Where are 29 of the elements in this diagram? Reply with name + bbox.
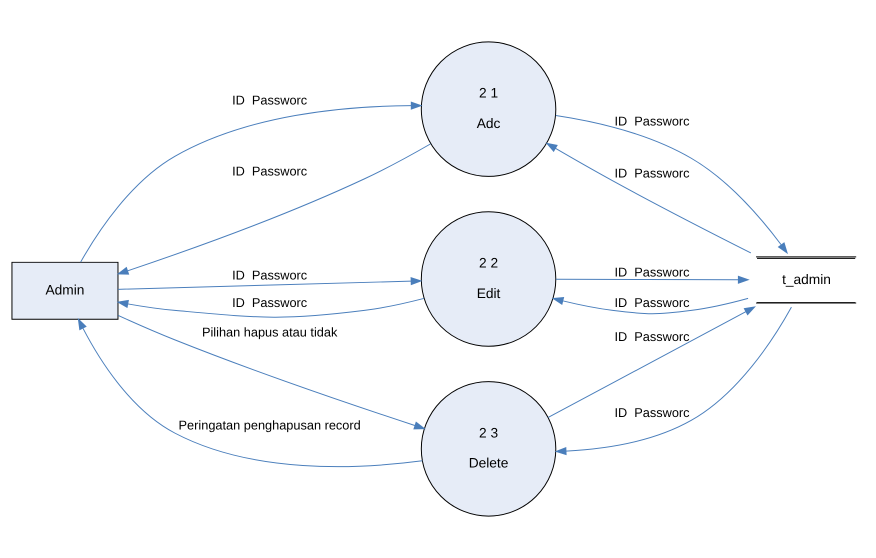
arrow [116, 298, 424, 318]
edge-label: ID Passworc [614, 165, 690, 180]
edge-label: ID Passworc [614, 264, 690, 280]
node-text: t_admin [782, 272, 831, 288]
edge-label: Peringatan penghapusan record [178, 418, 361, 433]
edge-label: Pilihan hapus atau tidak [202, 324, 338, 340]
node-circle: 2 2 Edit [420, 211, 556, 347]
edge-label: ID Passworc [232, 267, 308, 282]
arrow [80, 102, 423, 263]
arrow [555, 115, 788, 254]
arrow [118, 314, 426, 430]
edge-label: ID Passworc [232, 92, 308, 108]
node-box: Admin [11, 262, 118, 320]
edge-label: ID Passworc [614, 404, 690, 420]
arrow [546, 142, 752, 254]
edge-label: ID Passworc [232, 163, 308, 178]
arrow [548, 306, 756, 418]
arrow [552, 296, 749, 314]
arrow [116, 143, 432, 275]
edge-label: ID Passworc [232, 294, 308, 310]
arrow [556, 276, 750, 284]
arrow [78, 318, 423, 468]
arrow [554, 306, 792, 456]
edge-label: ID Passworc [614, 294, 690, 310]
node-circle: 2 1 Adc [420, 41, 556, 177]
edge-label: ID Passworc [614, 329, 690, 344]
arrow [118, 277, 422, 290]
node-circle: 2 3 Delete [420, 381, 556, 517]
edge-label: ID Passworc [614, 113, 690, 128]
